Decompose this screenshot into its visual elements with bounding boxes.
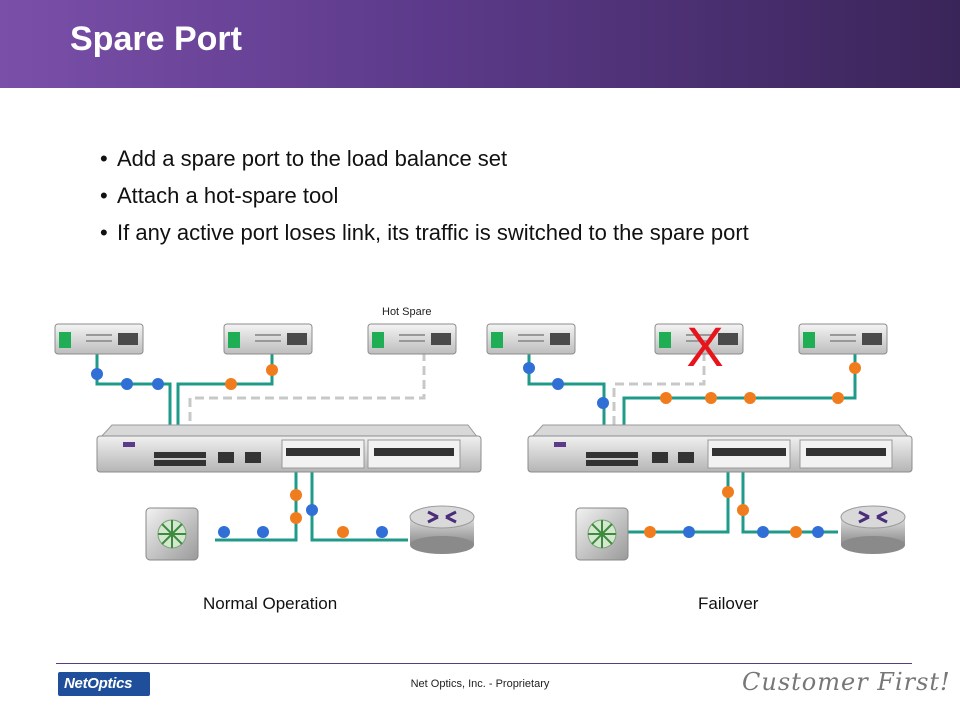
link-dot [290,512,302,524]
link-dot [597,397,609,409]
link-dot [722,486,734,498]
link-dot [737,504,749,516]
tap-device-3 [798,323,888,355]
link-dot [290,489,302,501]
failover-diagram: X [486,315,913,561]
tap-device-2 [223,323,313,355]
load-balancer-chassis [527,424,913,473]
footer-tagline: Customer First! [742,668,951,696]
link-dot [644,526,656,538]
link-indicators [523,362,861,538]
slide-title: Spare Port [70,20,242,58]
link-indicators [91,364,388,538]
link-dot [152,378,164,390]
bullet-item: If any active port loses link, its traff… [100,214,749,251]
tap-device-1 [486,323,576,355]
network-switch [575,507,629,561]
bullet-item: Attach a hot-spare tool [100,177,749,214]
hot-spare-tap-device [367,323,457,355]
link-dot [552,378,564,390]
footer-proprietary-text: Net Optics, Inc. - Proprietary [410,678,550,690]
failure-mark: X [686,315,723,378]
bullet-list: Add a spare port to the load balance set… [100,140,749,251]
link-dot [523,362,535,374]
link-dot [218,526,230,538]
normal-operation-caption: Normal Operation [203,594,338,613]
link-dot [91,368,103,380]
link-dot [257,526,269,538]
link-dot [849,362,861,374]
link-dot [337,526,349,538]
link-dot [683,526,695,538]
link-dot [376,526,388,538]
hot-spare-label: Hot Spare [382,306,432,318]
network-switch [145,507,199,561]
link-dot [266,364,278,376]
bullet-item: Add a spare port to the load balance set [100,140,749,177]
net-optics-logo: NetOptics [58,672,150,696]
logo-text: NetOptics [64,675,133,692]
failed-tap-device [654,323,744,355]
link-dot [832,392,844,404]
header-bar: Spare Port [0,0,960,88]
link-dot [225,378,237,390]
link-dot [757,526,769,538]
failover-caption: Failover [698,594,759,613]
link-dot [790,526,802,538]
router [409,505,475,554]
link-dot [705,392,717,404]
link-dot [660,392,672,404]
normal-operation-diagram [54,323,482,561]
link-dot [306,504,318,516]
load-balancer-chassis [96,424,482,473]
tap-device-1 [54,323,144,355]
link-dot [812,526,824,538]
link-dot [744,392,756,404]
footer-divider [56,663,912,664]
link-dot [121,378,133,390]
router [840,505,906,554]
hot-spare-cable [612,352,706,458]
